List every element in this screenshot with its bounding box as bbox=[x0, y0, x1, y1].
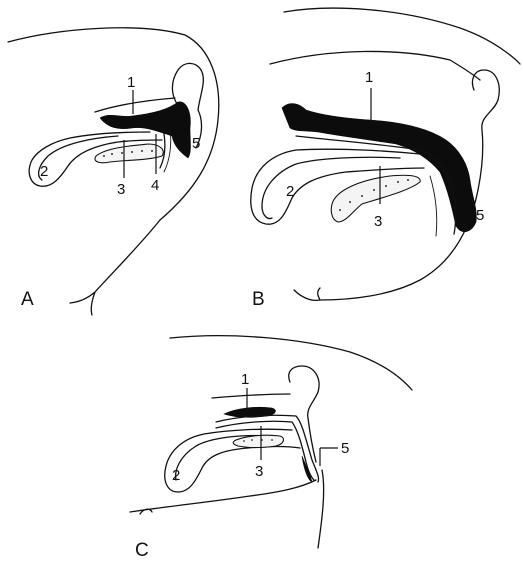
panel-a-lower-outline bbox=[70, 220, 160, 315]
panel-c-marker-1: 1 bbox=[241, 371, 249, 388]
panel-c-marker-5: 5 bbox=[341, 440, 349, 457]
panel-b-label: B bbox=[252, 289, 265, 310]
panel-b: 1 2 3 5 B bbox=[251, 8, 520, 310]
panel-b-lower-outline bbox=[294, 190, 478, 300]
panel-a-marker-5: 5 bbox=[192, 135, 200, 152]
panel-a-label: A bbox=[21, 289, 34, 310]
panel-a-marker-3: 3 bbox=[117, 181, 125, 198]
panel-c: 1 2 3 5 C bbox=[130, 336, 412, 561]
panel-a: 1 2 3 4 5 A bbox=[8, 28, 219, 315]
panel-c-structure-3 bbox=[233, 435, 283, 447]
panel-a-marker-4: 4 bbox=[151, 177, 159, 194]
panel-c-head-outline bbox=[170, 336, 412, 390]
panel-c-marker-2: 2 bbox=[172, 467, 180, 484]
panel-b-marker-2: 2 bbox=[286, 183, 294, 200]
panel-a-structure-3 bbox=[95, 144, 163, 163]
panel-b-nose bbox=[472, 70, 499, 190]
panel-a-marker-1: 1 bbox=[127, 74, 135, 91]
panel-c-cavity-roof bbox=[212, 394, 290, 398]
panel-c-region-5 bbox=[302, 456, 312, 482]
panel-b-marker-1: 1 bbox=[365, 69, 373, 86]
panel-b-marker-5: 5 bbox=[476, 207, 484, 224]
panel-c-marker-3: 3 bbox=[255, 463, 263, 480]
panel-c-label: C bbox=[135, 540, 149, 561]
panel-a-marker-2: 2 bbox=[40, 163, 48, 180]
panel-b-face-line bbox=[270, 51, 480, 80]
panel-b-head-outline bbox=[284, 8, 520, 64]
panel-c-lower-outline bbox=[130, 470, 324, 548]
panel-b-marker-3: 3 bbox=[374, 213, 382, 230]
